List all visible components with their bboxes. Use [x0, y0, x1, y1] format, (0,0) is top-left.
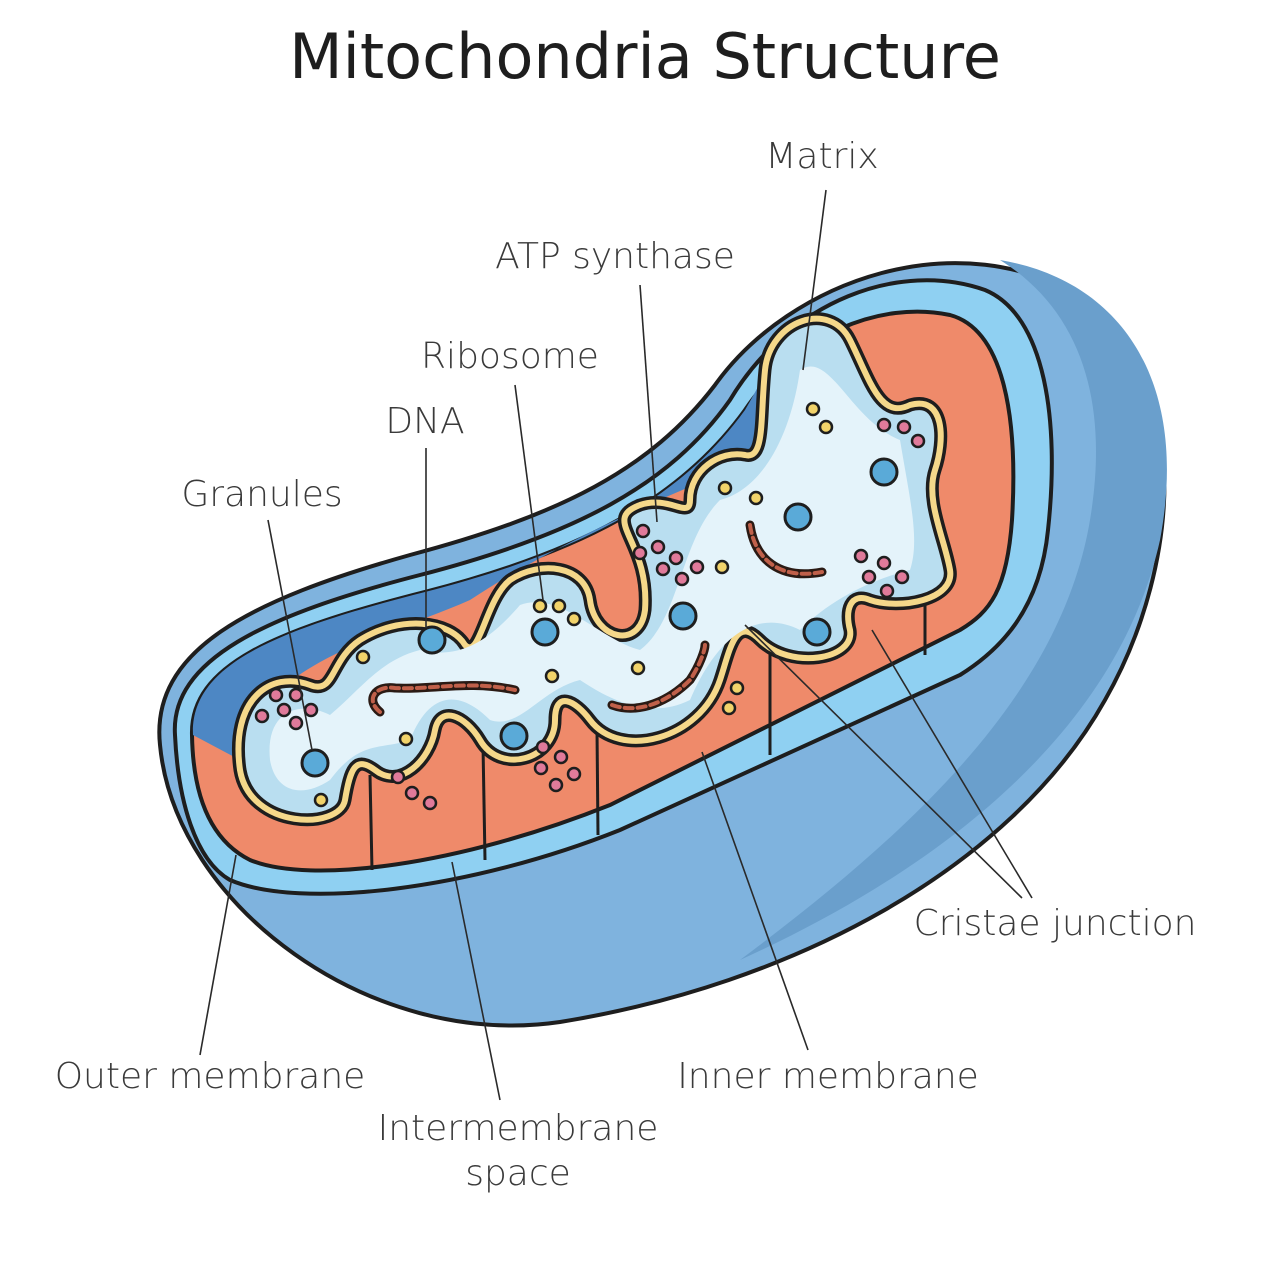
labels: Matrix ATP synthase Ribosome DNA Granule…: [55, 136, 1197, 1194]
leader-line-intermembrane-space: [451, 861, 501, 1101]
label-inner-membrane: Inner membrane: [677, 1056, 979, 1097]
dna-icon: [748, 523, 824, 576]
atp-synthase-icon: [499, 721, 529, 751]
ribosome-icon: [714, 559, 730, 575]
granule-icon: [535, 739, 551, 755]
leader-lines: [199, 189, 1033, 1101]
atp-synthase-icon: [668, 601, 698, 631]
granule-icon: [894, 569, 910, 585]
granule-icon: [533, 760, 549, 776]
ribosome-icon: [566, 611, 582, 627]
granule-icon: [689, 559, 705, 575]
dna-icon: [610, 643, 707, 711]
dna-icon: [370, 683, 517, 714]
leader-line-granules: [267, 519, 313, 751]
label-cristae-junction: Cristae junction: [914, 903, 1197, 944]
granule-icon: [422, 795, 438, 811]
label-ribosome: Ribosome: [421, 336, 599, 377]
granule-icon: [635, 523, 651, 539]
granule-icon: [650, 539, 666, 555]
label-outer-membrane: Outer membrane: [55, 1056, 366, 1097]
granule-icon: [553, 749, 569, 765]
atp-synthase-icon: [530, 617, 560, 647]
leader-line-cristae-junction: [871, 629, 1033, 899]
granule-icon: [910, 433, 926, 449]
ribosome-icon: [630, 660, 646, 676]
granule-icon: [876, 555, 892, 571]
granule-icon: [876, 417, 892, 433]
label-intermembrane-space: Intermembrane: [378, 1108, 659, 1149]
label-granules: Granules: [181, 474, 342, 515]
granule-icon: [268, 687, 284, 703]
granule-icon: [276, 702, 292, 718]
leader-line-matrix: [802, 189, 827, 371]
granule-icon: [303, 702, 319, 718]
ribosome-icon: [355, 649, 371, 665]
granule-particles: [254, 417, 926, 811]
ribosome-icon: [748, 490, 764, 506]
granule-icon: [896, 419, 912, 435]
ribosome-particles: [313, 401, 834, 808]
label-dna: DNA: [385, 401, 464, 442]
ribosome-icon: [313, 792, 329, 808]
atp-synthase-icon: [869, 457, 899, 487]
granule-icon: [632, 545, 648, 561]
atp-synthase-icon: [802, 617, 832, 647]
leader-line-cristae-junction: [744, 624, 1023, 899]
leader-line-ribosome: [514, 384, 544, 601]
granule-icon: [655, 561, 671, 577]
granule-icon: [879, 583, 895, 599]
ribosome-icon: [544, 668, 560, 684]
label-intermembrane-space-line2: space: [465, 1153, 571, 1194]
leader-line-atp-synthase: [639, 284, 658, 523]
atp-synthase-icon: [300, 748, 330, 778]
ribosome-icon: [551, 598, 567, 614]
granule-icon: [861, 569, 877, 585]
atp-synthase-icon: [417, 625, 447, 655]
granule-icon: [390, 769, 406, 785]
ribosome-icon: [721, 700, 737, 716]
granule-icon: [668, 550, 684, 566]
atp-synthase-icon: [783, 502, 813, 532]
granule-icon: [548, 777, 564, 793]
granule-icon: [674, 571, 690, 587]
leader-line-outer-membrane: [199, 854, 237, 1056]
granule-icon: [853, 548, 869, 564]
ribosome-icon: [532, 598, 548, 614]
ribosome-icon: [729, 680, 745, 696]
ribosome-icon: [717, 480, 733, 496]
atp-synthase-particles: [300, 457, 899, 778]
granule-icon: [254, 708, 270, 724]
label-atp-synthase: ATP synthase: [495, 236, 735, 277]
granule-icon: [288, 715, 304, 731]
dna-strands: [368, 520, 827, 717]
leader-line-inner-membrane: [701, 751, 809, 1051]
outer-shadow: [740, 260, 1167, 960]
ribosome-icon: [805, 401, 821, 417]
inner-membrane-band: [235, 315, 954, 823]
diagram-title: Mitochondria Structure: [289, 20, 1001, 93]
label-matrix: Matrix: [765, 136, 878, 177]
ribosome-icon: [818, 419, 834, 435]
granule-icon: [404, 785, 420, 801]
ribosome-icon: [398, 731, 414, 747]
granule-icon: [566, 766, 582, 782]
